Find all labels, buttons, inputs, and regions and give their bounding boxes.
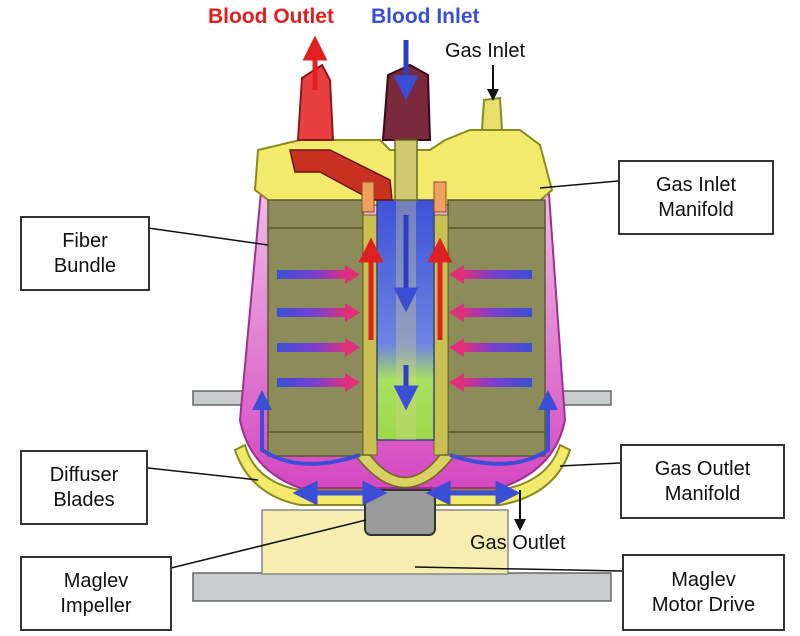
gas-outlet-manifold-label: Gas Outlet Manifold <box>620 444 785 519</box>
maglev-motor-drive-label: Maglev Motor Drive <box>622 554 785 631</box>
fiber-bundle-right <box>447 199 546 457</box>
inlet-neck <box>394 139 418 201</box>
gas-inlet-manifold-label: Gas Inlet Manifold <box>618 160 774 235</box>
impeller-hub <box>364 489 436 536</box>
gas-outlet-heading: Gas Outlet <box>470 532 566 554</box>
leader-lines <box>147 180 623 572</box>
base-plate <box>192 572 612 602</box>
return-loop-left <box>252 390 361 466</box>
diffuser-blades-label: Diffuser Blades <box>20 450 148 525</box>
fiber-flow-arrows-left <box>277 265 360 392</box>
fiber-flow-arrows-right <box>449 265 532 392</box>
blood-outlet-nozzle <box>296 63 335 141</box>
blood-outlet-heading: Blood Outlet <box>208 5 334 28</box>
fiber-bundle-label: Fiber Bundle <box>20 216 150 291</box>
gas-inlet-nozzle <box>480 96 504 131</box>
outlet-port-right <box>433 181 447 213</box>
fiber-bundle-left <box>267 199 364 457</box>
gas-inlet-heading: Gas Inlet <box>445 40 526 62</box>
return-loop-right <box>449 390 558 466</box>
maglev-impeller-label: Maglev Impeller <box>20 556 172 631</box>
blood-inlet-heading: Blood Inlet <box>371 5 480 28</box>
outlet-port-left <box>361 181 375 213</box>
